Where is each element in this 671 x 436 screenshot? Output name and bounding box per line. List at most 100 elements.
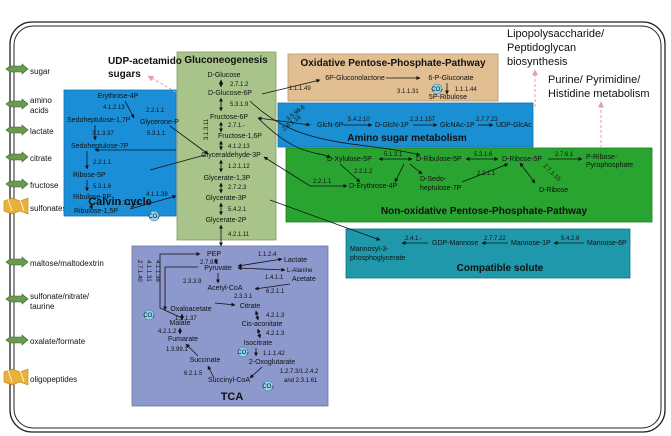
ribulose-5p: Ribulose-5P bbox=[73, 194, 111, 201]
ec-1-4-1-1: 1.4.1.1 bbox=[265, 275, 284, 281]
ec-2-7-7-22: 2.7.7.22 bbox=[484, 236, 506, 242]
label-fructose: fructose bbox=[30, 181, 59, 190]
ec-6-2-1-5: 6.2.1.5 bbox=[184, 371, 203, 377]
ec-1-1-2-4: 1.1.2.4 bbox=[258, 252, 277, 258]
ec-2-3-3-9: 2.3.3.9 bbox=[183, 279, 202, 285]
lps-title-3: biosynthesis bbox=[507, 56, 568, 68]
ec-6-2-1-1: 6.2.1.1 bbox=[266, 289, 285, 295]
label-sulfonates: sulfonates bbox=[30, 204, 66, 213]
label-amino-acids-2: acids bbox=[30, 106, 49, 115]
p-ribose-pp-1: P-Ribose- bbox=[586, 154, 618, 161]
ec-3-1-3-11: 3.1.3.11 bbox=[204, 118, 210, 140]
oxidative-ppp-box bbox=[287, 53, 499, 102]
succinyl-coa: Succinyl-CoA bbox=[208, 377, 250, 384]
mannosyl-3-pg-1: Mannosyl-3- bbox=[350, 246, 389, 253]
amino-sugar-title: Amino sugar metabolism bbox=[347, 133, 467, 144]
co2-label-tca-bottom: CO₂ bbox=[262, 384, 274, 390]
ec-2-7-9-1: 2.7.9.1 bbox=[200, 260, 219, 266]
gluconeogenesis-title: Gluconeogenesis bbox=[184, 55, 268, 66]
pyruvate: Pyruvate bbox=[204, 265, 232, 272]
transporter-oligopeptides bbox=[3, 368, 29, 386]
succinate: Succinate bbox=[190, 357, 221, 364]
transporter-citrate bbox=[5, 151, 29, 163]
label-citrate: citrate bbox=[30, 154, 52, 163]
gluconeogenesis-box bbox=[176, 51, 277, 241]
6p-gluconate: 6-P-Gluconate bbox=[428, 75, 473, 82]
d-ribose: D-Ribose bbox=[539, 187, 568, 194]
ec-1-1-1-37: 1.1.1.37 bbox=[175, 316, 197, 322]
non-oxidative-ppp-title: Non-oxidative Pentose-Phosphate-Pathway bbox=[381, 206, 588, 217]
ec-2-2-1-1-calvin-top: 2.2.1.1 bbox=[146, 108, 165, 114]
ec-5-4-2-8: 5.4.2.8 bbox=[561, 236, 580, 242]
calvin-erythrose-4p: Erythrose-4P bbox=[98, 93, 139, 100]
purine-title-2: Histidine metabolism bbox=[548, 88, 649, 100]
isocitrate: Isocitrate bbox=[244, 340, 273, 347]
mannose-1p: Mannose-1P bbox=[511, 240, 551, 247]
d-ribose-5p: D-Ribose-5P bbox=[502, 156, 542, 163]
lps-title-2: Peptidoglycan bbox=[507, 42, 576, 54]
ec-2-7-1-19: 2.7.1.19 bbox=[118, 201, 140, 207]
co2-badge-oxppp bbox=[431, 83, 443, 95]
ec-2-7-2-3: 2.7.2.3 bbox=[228, 185, 247, 191]
co2-badge-tca-bottom bbox=[262, 380, 274, 392]
d-glcn-1p: D-GlcN-1P bbox=[375, 122, 409, 129]
ec-4-1-1-38: 4.1.1.38 bbox=[154, 260, 160, 282]
d-glucose: D-Glucose bbox=[207, 72, 240, 79]
udp-acetamido-title-1: UDP-acetamido bbox=[108, 56, 182, 67]
d-sedoheptulose-1: D-Sedo- bbox=[420, 176, 447, 183]
ec-5-4-2-10: 5.4.2.10 bbox=[348, 117, 370, 123]
label-sulfonate-nitrate-2: taurine bbox=[30, 302, 55, 311]
ec-2-2-1-1-ppp-left: 2.2.1.1 bbox=[313, 179, 332, 185]
ec-2-7-6-1: 2.7.6.1 bbox=[555, 152, 574, 158]
fructose-1-6p: Fructose-1,6P bbox=[218, 133, 262, 140]
ec-3-1-3-37: 3.1.3.37 bbox=[92, 131, 114, 137]
glycerate-2p: Glycerate-2P bbox=[206, 217, 247, 224]
glycerate-1-3p: Glycerate-1,3P bbox=[204, 175, 251, 182]
ec-2-4-1-x: 2.4.1.- bbox=[405, 236, 422, 242]
arrow-to-udp bbox=[147, 75, 177, 93]
calvin-cycle-box bbox=[63, 89, 177, 217]
co2-label-oxppp: CO₂ bbox=[431, 87, 443, 93]
transporter-amino-acids bbox=[5, 98, 29, 110]
ec-2-7-1-40: 2.7.1.40 bbox=[136, 260, 142, 282]
ec-2-2-1-2: 2.2.1.2 bbox=[354, 169, 373, 175]
transporter-sulfonates bbox=[3, 197, 29, 215]
ec-1-3-99-1: 1.3.99.1 bbox=[166, 347, 188, 353]
ec-5-4-2-1: 5.4.2.1 bbox=[228, 207, 247, 213]
gdp-mannose: GDP-Mannose bbox=[432, 240, 478, 247]
ec-4-2-1-3-second: 4.2.1.3 bbox=[266, 331, 285, 337]
ec-4-1-2-13-calvin: 4.1.2.13 bbox=[103, 105, 125, 111]
ec-1-2-7-3: 1.2.7.3/1.2.4.2 bbox=[280, 369, 319, 375]
ec-3-1-1-31: 3.1.1.31 bbox=[397, 89, 419, 95]
udp-glcnac: UDP-GlcAc bbox=[496, 122, 532, 129]
glcnac-1p: GlcNAc-1P bbox=[440, 122, 475, 129]
ec-2-2-1-1-calvin: 2.2.1.1 bbox=[93, 160, 112, 166]
co2-label-tca-mid: CO₂ bbox=[237, 350, 249, 356]
label-oligopeptides: oligopeptides bbox=[30, 375, 77, 384]
gluconolactone: 6P-Gluconolactone bbox=[325, 75, 385, 82]
label-sugar: sugar bbox=[30, 67, 50, 76]
glcn-6p: GlcN-6P bbox=[317, 122, 344, 129]
malate: Malate bbox=[169, 320, 190, 327]
pep: PEP bbox=[207, 251, 221, 258]
label-oxalate-formate: oxalate/formate bbox=[30, 337, 86, 346]
co2-badge-calvin bbox=[148, 210, 160, 222]
sedoheptulose-1-7p: Sedoheptulose-1,7P bbox=[67, 117, 131, 124]
label-amino-acids-1: amino bbox=[30, 96, 52, 105]
cis-aconitate: Cis-aconitate bbox=[242, 321, 283, 328]
sedoheptulose-7p: Sedoheptulose-7P bbox=[71, 143, 129, 150]
label-lactate: lactate bbox=[30, 127, 54, 136]
ribulose-1-5p: Ribulose-1,5P bbox=[74, 208, 118, 215]
mannose-6p: Mannose-6P bbox=[587, 240, 627, 247]
d-glucose-6p: D-Glucose-6P bbox=[208, 90, 252, 97]
d-erythrose-4p: D-Erythrose-4P bbox=[349, 183, 398, 190]
glycerate-3p: Glycerate-3P bbox=[206, 195, 247, 202]
glyceraldehyde-3p: Glyceraldehyde-3P bbox=[201, 152, 261, 159]
5p-ribulose: 5P-Ribulose bbox=[429, 94, 467, 101]
fumarate: Fumarate bbox=[168, 336, 198, 343]
p-ribose-pp-2: Pyrophosphate bbox=[586, 162, 633, 169]
transporter-sugar bbox=[5, 63, 29, 75]
ec-4-2-1-11: 4.2.1.11 bbox=[228, 232, 250, 238]
ec-5-1-3-1: 5.1.3.1 bbox=[384, 152, 403, 158]
